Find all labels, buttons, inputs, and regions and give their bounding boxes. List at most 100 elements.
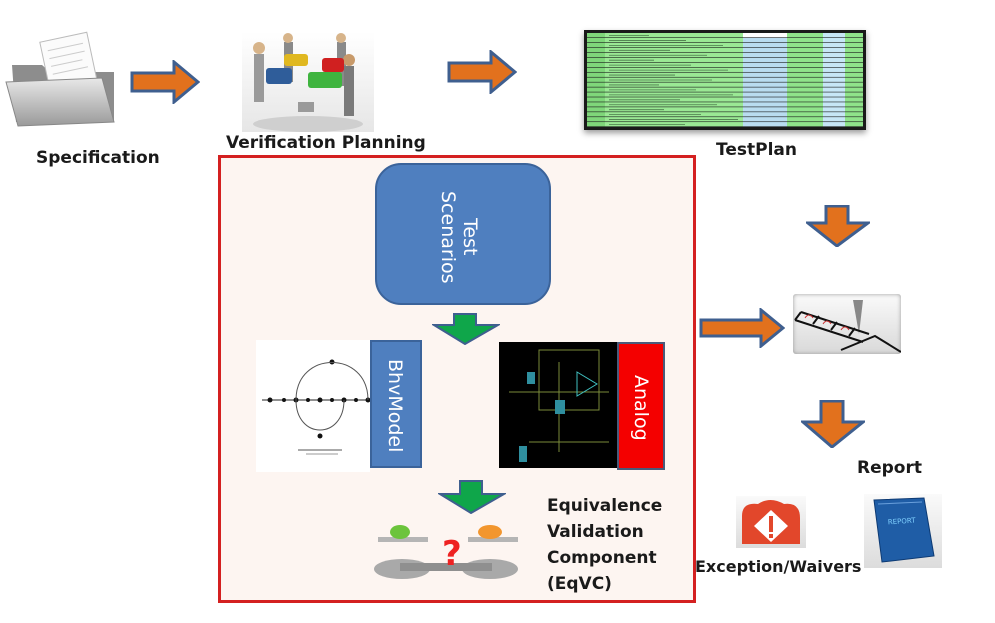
sheet-cell (743, 82, 787, 87)
arrow-right-1 (130, 60, 200, 104)
sheet-cell (823, 102, 845, 107)
bhv-model-label: BhvModel (384, 359, 406, 453)
sheet-cell (823, 67, 845, 72)
sheet-cell (845, 122, 863, 127)
sheet-cell (743, 72, 787, 77)
sheet-cell (823, 122, 845, 127)
analog-box[interactable]: Analog (617, 342, 665, 470)
test-scenarios-line1: Test (459, 218, 481, 256)
sheet-cell (587, 62, 605, 68)
sheet-cell (787, 72, 823, 77)
sheet-cell (787, 102, 823, 107)
sheet-cell (743, 77, 787, 82)
sheet-cell (605, 57, 743, 63)
report-book-icon: REPORT (873, 497, 935, 563)
sheet-cell (787, 42, 823, 48)
sheet-cell (845, 57, 863, 63)
sheet-cell (587, 67, 605, 72)
sheet-cell (605, 33, 743, 38)
sheet-cell (587, 122, 605, 127)
analog-label: Analog (630, 375, 652, 441)
sheet-cell (823, 42, 845, 48)
eqvc-line1: Equivalence (547, 496, 663, 516)
sheet-cell (605, 47, 743, 53)
sheet-cell (845, 42, 863, 48)
sheet-cell (743, 37, 787, 43)
arrow-down-icon (801, 400, 865, 448)
sheet-cell (787, 52, 823, 58)
sheet-cell (605, 107, 743, 112)
testplan-label: TestPlan (716, 140, 797, 160)
sheet-cell (845, 107, 863, 112)
sheet-cell (743, 47, 787, 53)
sheet-cell (587, 112, 605, 117)
sheet-cell (823, 97, 845, 102)
sheet-cell (787, 112, 823, 117)
sheet-cell (823, 52, 845, 58)
sheet-cell (845, 62, 863, 68)
sheet-cell (845, 97, 863, 102)
sheet-cell (823, 112, 845, 117)
sheet-cell (845, 117, 863, 122)
schematic-icon (509, 349, 609, 462)
sheet-cell (787, 57, 823, 63)
sheet-cell (743, 33, 787, 38)
sheet-cell (587, 97, 605, 102)
sheet-cell (787, 62, 823, 68)
report-image: REPORT (864, 494, 942, 568)
sheet-cell (823, 62, 845, 68)
sheet-cell (845, 67, 863, 72)
sheet-cell (587, 92, 605, 97)
specification-label: Specification (36, 148, 160, 168)
test-scenarios-box[interactable]: Test Scenarios (375, 163, 551, 305)
arrow-down-icon (806, 205, 870, 247)
sheet-cell (845, 37, 863, 43)
sheet-cell (743, 112, 787, 117)
specification-image (2, 30, 120, 130)
sheet-cell (787, 122, 823, 127)
sheet-cell (787, 92, 823, 97)
analog-image (499, 342, 619, 468)
sheet-cell (823, 33, 845, 38)
exceptions-image (736, 496, 806, 548)
sheet-cell (823, 72, 845, 77)
report-label: Report (857, 458, 922, 478)
arrow-down-orange-1 (806, 205, 870, 247)
sheet-cell (845, 82, 863, 87)
sheet-cell (787, 87, 823, 92)
sheet-cell (743, 62, 787, 68)
sheet-cell (787, 67, 823, 72)
sheet-cell (845, 92, 863, 97)
sheet-cell (743, 87, 787, 92)
svg-text:?: ? (442, 534, 462, 574)
sheet-cell (587, 37, 605, 43)
sheet-cell (743, 42, 787, 48)
folder-document-icon (5, 31, 115, 127)
sheet-cell (587, 82, 605, 87)
sheet-cell (823, 87, 845, 92)
arrow-down-green-1 (432, 313, 500, 345)
arrow-right-icon (447, 50, 517, 94)
exceptions-label: Exception/Waivers (695, 557, 862, 576)
sheet-cell (743, 102, 787, 107)
test-scenarios-label: Test Scenarios (437, 187, 481, 287)
warning-cloud-icon (742, 500, 800, 544)
sheet-cell (587, 87, 605, 92)
sheet-cell (787, 47, 823, 53)
arrow-right-icon (130, 60, 200, 104)
test-scenarios-line2: Scenarios (437, 190, 459, 284)
sheet-cell (823, 82, 845, 87)
sheet-cell (787, 37, 823, 43)
arrow-down-icon (438, 480, 506, 514)
sheet-cell (743, 92, 787, 97)
bhv-model-box[interactable]: BhvModel (370, 340, 422, 468)
arrow-down-green-2 (438, 480, 506, 514)
sheet-cell (743, 97, 787, 102)
sheet-cell (587, 52, 605, 58)
verification-planning-label: Verification Planning (226, 133, 426, 153)
sheet-cell (743, 67, 787, 72)
bhv-model-image (256, 340, 371, 472)
svg-text:REPORT: REPORT (888, 516, 917, 526)
balance-scale-icon: ? (374, 525, 518, 579)
sheet-cell (587, 47, 605, 53)
